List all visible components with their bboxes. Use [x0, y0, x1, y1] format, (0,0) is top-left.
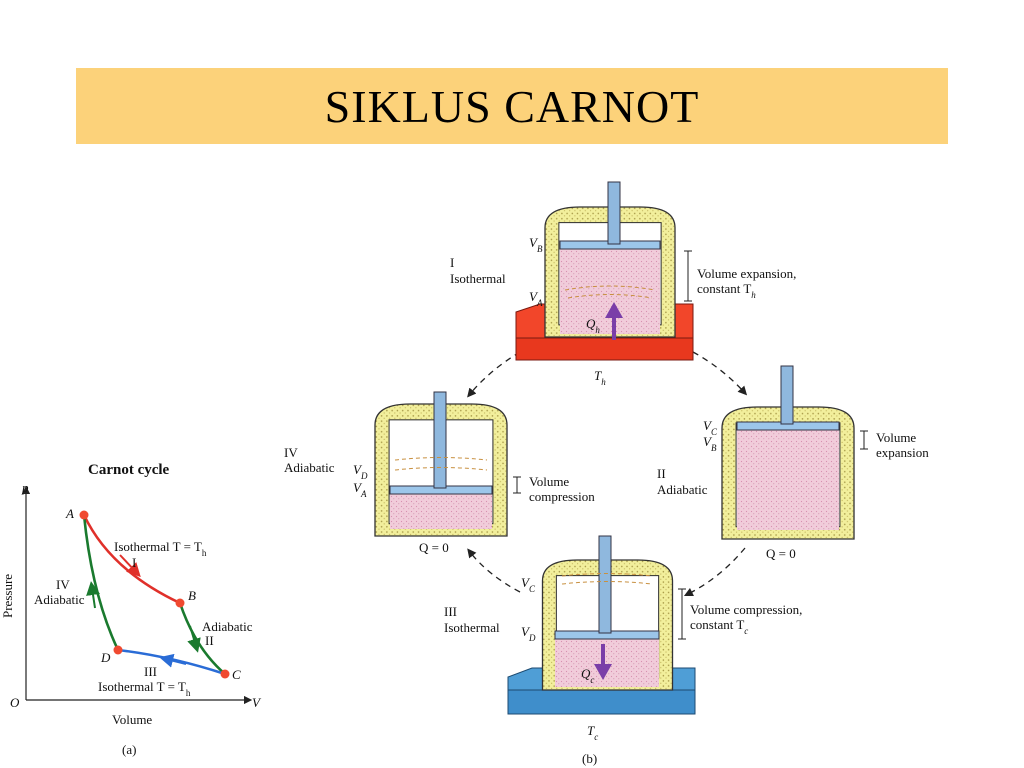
- right-note-b: expansion: [876, 445, 929, 460]
- pv-axis-volume-label: Volume: [112, 712, 152, 727]
- pv-curve-adiabatic-da: [82, 514, 120, 651]
- pv-curve-isothermal-hot: [82, 514, 181, 605]
- pv-seg2-label: Adiabatic: [202, 619, 253, 634]
- pv-point-d: [113, 645, 123, 655]
- left-note-b: compression: [529, 489, 595, 504]
- pv-seg3-step: III: [144, 664, 157, 679]
- pv-point-b: [175, 598, 185, 608]
- pv-point-c: [220, 669, 230, 679]
- bottom-reservoir-label: Tc: [587, 723, 598, 742]
- cycle-arrow-top-right: [692, 351, 748, 396]
- pv-seg4-step: IV: [56, 577, 70, 592]
- pv-axis-o-label: O: [10, 695, 20, 710]
- pv-label-d: D: [100, 650, 111, 665]
- cycle-caption: (b): [582, 751, 597, 766]
- right-note-a: Volume: [876, 430, 916, 445]
- pv-arrow-bc: [187, 625, 201, 653]
- left-heat: Q = 0: [419, 540, 449, 555]
- cold-reservoir: [507, 689, 696, 715]
- pv-arrow-cd: [159, 653, 187, 668]
- bottom-step: III: [444, 604, 457, 619]
- page-title: SIKLUS CARNOT: [324, 80, 700, 132]
- cylinder-bottom: Qc VC VD III Isothermal Volume compressi…: [444, 535, 802, 742]
- top-note-a: Volume expansion,: [697, 266, 796, 281]
- pv-label-c: C: [232, 667, 241, 682]
- bottom-note-b: constant Tc: [690, 617, 748, 636]
- left-step: IV: [284, 445, 298, 460]
- top-process: Isothermal: [450, 271, 506, 286]
- pv-arrow-da: [86, 581, 100, 609]
- top-reservoir-label: Th: [594, 368, 606, 387]
- cycle-arrow-top-left: [467, 351, 521, 398]
- pv-seg2-step: II: [205, 633, 214, 648]
- top-v-upper: VB: [529, 235, 543, 254]
- left-v-upper: VD: [353, 462, 368, 481]
- right-process: Adiabatic: [657, 482, 708, 497]
- pv-axis-v-label: V: [252, 695, 262, 710]
- hot-reservoir: [515, 337, 694, 361]
- pv-axis-p-label: p: [21, 480, 29, 495]
- cylinder-left: VD VA IV Adiabatic Volume compression Q …: [284, 391, 595, 555]
- pv-caption: (a): [122, 742, 136, 757]
- bottom-v-upper: VC: [521, 575, 536, 594]
- pv-arrow-ab: [119, 554, 141, 578]
- top-step: I: [450, 255, 454, 270]
- pv-curve-isothermal-cold: [117, 648, 226, 676]
- bottom-heat-label: Qc: [581, 666, 594, 685]
- title-band: SIKLUS CARNOT: [76, 68, 948, 144]
- pv-label-b: B: [188, 588, 196, 603]
- pv-seg1-step: I: [132, 555, 136, 570]
- piston-rod: [607, 181, 621, 245]
- pv-heading: Carnot cycle: [88, 462, 170, 478]
- right-v-lower: VB: [703, 434, 717, 453]
- cylinder-right: VC VB Volume expansion II Adiabatic Q = …: [657, 365, 929, 561]
- pv-diagram: Carnot cycle p Pressure O V Volume A B C…: [0, 462, 262, 757]
- pv-seg1-label: Isothermal T = Th: [114, 539, 207, 558]
- right-step: II: [657, 466, 666, 481]
- cycle-arrow-bottom-right: [683, 547, 746, 597]
- pv-seg3-label: Isothermal T = Th: [98, 679, 191, 698]
- right-v-upper: VC: [703, 418, 718, 437]
- bottom-v-lower: VD: [521, 624, 536, 643]
- top-v-lower: VA: [529, 289, 543, 308]
- right-heat: Q = 0: [766, 546, 796, 561]
- top-heat-label: Qh: [586, 316, 600, 335]
- pv-axis-pressure-label: Pressure: [0, 574, 15, 618]
- bottom-note-a: Volume compression,: [690, 602, 802, 617]
- bottom-process: Isothermal: [444, 620, 500, 635]
- cylinder-top: Qh VB VA I Isothermal Volume expansion, …: [450, 181, 796, 387]
- pv-seg4-label: Adiabatic: [34, 592, 85, 607]
- cycle-arrow-bottom-left: [467, 548, 521, 593]
- left-v-lower: VA: [353, 480, 367, 499]
- heat-arrow-out: [594, 644, 612, 680]
- pv-point-a: [79, 510, 89, 520]
- pv-label-a: A: [65, 506, 74, 521]
- cycle-diagram: Qh VB VA I Isothermal Volume expansion, …: [284, 181, 929, 766]
- heat-arrow-in: [605, 302, 623, 340]
- top-note-b: constant Th: [697, 281, 756, 300]
- left-process: Adiabatic: [284, 460, 335, 475]
- left-note-a: Volume: [529, 474, 569, 489]
